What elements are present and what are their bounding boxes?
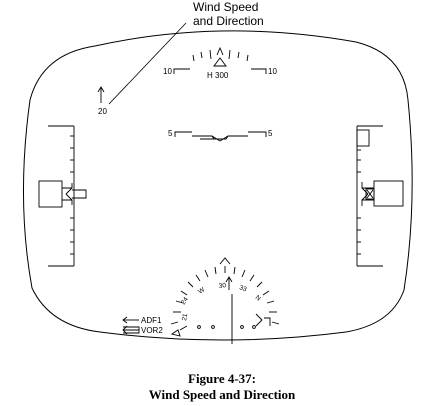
pitch-bar-right-upper: [251, 68, 267, 74]
pitch-bar-left-upper: [173, 68, 190, 74]
callout-leader: [108, 22, 187, 105]
vor2-pointer-icon: [122, 325, 140, 335]
display-outline: [23, 30, 413, 341]
nav-source-adf1: ADF1: [141, 316, 162, 325]
compass-label-24: 24: [180, 296, 190, 306]
compass-rose: [170, 257, 280, 344]
heading-arc-ticks: [192, 49, 249, 62]
pitch-bar-left-lower: [174, 131, 192, 137]
heading-readout: H 300: [207, 71, 229, 80]
figure-caption-number: Figure 4-37:: [188, 371, 256, 386]
heading-caret-icon: [213, 46, 227, 67]
adf1-pointer-icon: [122, 316, 139, 324]
compass-label-21: 21: [181, 313, 189, 322]
compass-label-n: N: [254, 294, 262, 303]
callout-line2: and Direction: [193, 14, 264, 28]
pitch-label-left-lower: 5: [168, 129, 173, 138]
callout-line1: Wind Speed: [193, 0, 258, 14]
right-altitude-tape: [356, 125, 404, 267]
aircraft-symbol-icon: [192, 135, 248, 142]
wind-arrow-icon: [97, 86, 105, 103]
left-speed-tape: [38, 125, 87, 267]
wind-speed-value: 20: [98, 107, 107, 116]
pitch-label-right-upper: 10: [268, 67, 277, 76]
figure-caption-title: Wind Speed and Direction: [148, 387, 296, 402]
nav-source-vor2: VOR2: [141, 326, 163, 335]
pitch-label-right-lower: 5: [268, 129, 273, 138]
pitch-label-left-upper: 10: [163, 67, 172, 76]
pitch-bar-right-lower: [248, 131, 267, 137]
compass-label-30: 30: [218, 282, 227, 290]
compass-label-w: W: [197, 286, 207, 296]
compass-label-33: 33: [238, 284, 248, 293]
